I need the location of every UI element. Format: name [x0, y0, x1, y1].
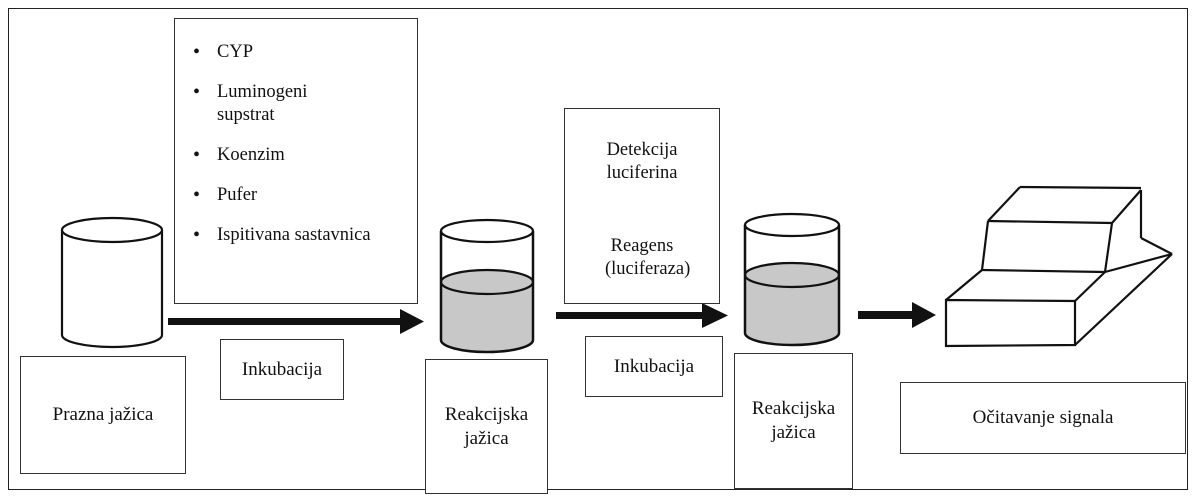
reagent-item: CYP [193, 41, 371, 64]
reagent-item: Pufer [193, 184, 371, 207]
reaction-well-1-icon [439, 218, 535, 354]
signal-reader-icon [944, 185, 1173, 348]
reaction-well-2-icon [743, 212, 841, 347]
empty-well-label: Prazna jažica [52, 404, 154, 425]
arrow-3-icon [858, 302, 936, 328]
reaction-well-1-label: Reakcijska jažica [444, 403, 529, 449]
reaction-well-2-label: Reakcijska jažica [751, 398, 836, 443]
incubation-2-box: Inkubacija [585, 336, 723, 397]
reagent-item: Luminogeni supstrat [193, 81, 327, 127]
detection-box: Detekcija luciferina Reagens (luciferaza… [564, 108, 720, 304]
reaction-well-2-label-box: Reakcijska jažica [734, 353, 853, 489]
detection-title: Detekcija luciferina [606, 140, 678, 183]
incubation-1-box: Inkubacija [220, 339, 344, 400]
detection-reagent: Reagens (luciferaza) [605, 236, 691, 279]
reaction-well-1-label-box: Reakcijska jažica [425, 359, 548, 494]
reagent-item: Koenzim [193, 144, 371, 167]
signal-reading-label: Očitavanje signala [972, 407, 1114, 428]
incubation-1-label: Inkubacija [241, 358, 323, 380]
empty-well-label-box: Prazna jažica [20, 356, 186, 474]
reagents-box: CYP Luminogeni supstrat Koenzim Pufer Is… [174, 18, 418, 304]
incubation-2-label: Inkubacija [613, 355, 695, 377]
arrow-2-icon [556, 303, 728, 328]
reagent-item: Ispitivana sastavnica [193, 224, 371, 247]
empty-well-icon [60, 216, 164, 349]
arrow-1-icon [168, 309, 424, 334]
reagents-list: CYP Luminogeni supstrat Koenzim Pufer Is… [193, 41, 371, 264]
signal-reading-box: Očitavanje signala [900, 382, 1186, 454]
